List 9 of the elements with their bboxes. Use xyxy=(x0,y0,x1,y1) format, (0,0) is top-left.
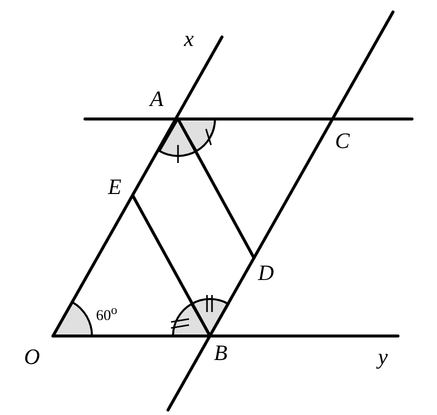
point-label: C xyxy=(335,130,350,152)
point-label: E xyxy=(108,176,122,198)
point-label: A xyxy=(150,88,164,110)
angle-label: 60$^{o}$ xyxy=(96,304,118,324)
point-label: y xyxy=(378,346,388,368)
point-label: O xyxy=(24,346,40,368)
point-label: B xyxy=(214,342,228,364)
point-label: x xyxy=(184,28,194,50)
point-label: D xyxy=(258,262,274,284)
